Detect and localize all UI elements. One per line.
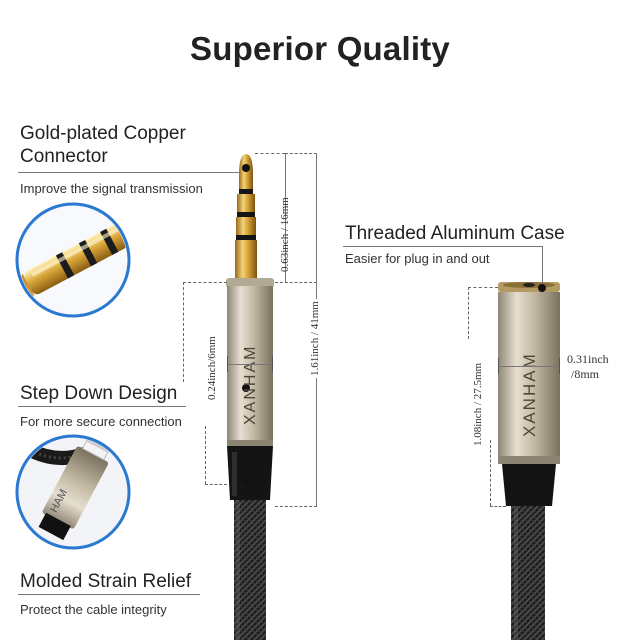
step-down-heading: Step Down Design [20, 383, 178, 404]
connector-rule [18, 172, 246, 173]
male-diameter-label: 0.24inch/6mm [206, 336, 218, 400]
diam-dash-left-lower [205, 426, 206, 484]
diam-dim-line [227, 364, 273, 365]
step-down-rule [18, 406, 186, 407]
case-leader [542, 246, 543, 284]
connector-heading: Gold-plated Copper Connector [20, 122, 186, 168]
diam-dash-bottom [205, 484, 227, 485]
total-dim-top [285, 153, 317, 154]
diam-dash-top [183, 282, 227, 283]
tip-dim-line [285, 153, 286, 282]
total-length-label: 1.61inch / 41mm [309, 299, 321, 378]
fdiam-tick-right [559, 358, 560, 374]
step-down-subtitle: For more secure connection [20, 414, 182, 429]
female-length-label: 1.08inch / 27.5mm [472, 362, 484, 446]
page-title: Superior Quality [190, 30, 450, 67]
female-diameter-line2: /8mm [571, 367, 600, 381]
connector-heading-line1: Gold-plated Copper [20, 123, 186, 144]
diam-tick-right [272, 356, 273, 372]
tip-length-label: 0.63inch / 16mm [279, 197, 291, 272]
tip-dim-top [255, 153, 285, 154]
strain-relief-heading: Molded Strain Relief [20, 571, 192, 592]
tip-dim-bottom [275, 282, 317, 283]
female-diameter-line1: 0.31inch [567, 352, 609, 366]
female-brand-text: XANHAM [520, 352, 539, 437]
case-heading: Threaded Aluminum Case [345, 223, 565, 244]
strain-relief-subtitle: Protect the cable integrity [20, 602, 167, 617]
flen-dash-lower [490, 440, 491, 506]
fdiam-dim-line [498, 366, 560, 367]
fdiam-tick-left [498, 358, 499, 374]
flen-dash-upper [468, 287, 469, 339]
strain-relief-rule [18, 594, 200, 595]
case-callout-dot [538, 284, 546, 292]
flen-dash-bottom [490, 506, 506, 507]
strain-relief-callout-dot [242, 478, 250, 486]
connector-subtitle: Improve the signal transmission [20, 181, 203, 196]
connector-heading-line2: Connector [20, 146, 108, 167]
connector-callout-dot [242, 164, 250, 172]
step-down-callout-dot [242, 384, 250, 392]
flen-dash-top [468, 287, 498, 288]
case-rule [343, 246, 543, 247]
total-dim-bottom [275, 506, 317, 507]
case-subtitle: Easier for plug in and out [345, 251, 490, 266]
diam-dash-left [183, 282, 184, 382]
female-diameter-label: 0.31inch /8mm [567, 352, 609, 382]
diam-tick-left [227, 356, 228, 372]
